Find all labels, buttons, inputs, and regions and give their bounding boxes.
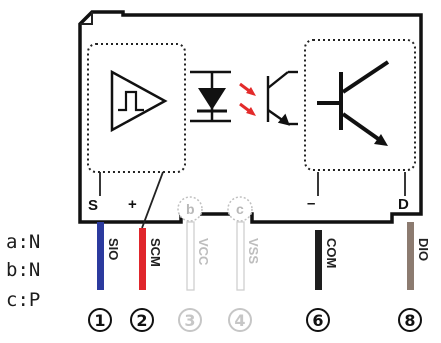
power-transistor-icon	[317, 60, 390, 146]
pin-number-1: 1	[94, 311, 105, 330]
terminal-plus-label: +	[128, 196, 137, 213]
input-block	[87, 43, 186, 173]
pin-number-circle-8	[398, 308, 422, 332]
terminal-d-label: D	[398, 196, 409, 213]
pin-number-circle-2	[130, 308, 154, 332]
light-arrows-icon	[239, 82, 256, 116]
link-plus	[141, 171, 164, 229]
pin-number-circle-3	[178, 308, 202, 332]
pin-number-circle-1	[88, 308, 112, 332]
legend-row-b: b:N	[6, 259, 40, 281]
wire-label-sio: SIO	[106, 238, 121, 260]
pin-number-circle-4	[228, 308, 252, 332]
wire-label-scm: SCM	[148, 238, 163, 267]
wire-dio	[407, 222, 414, 290]
pin-number-6: 6	[312, 311, 323, 330]
pin-number-circle-6	[306, 308, 330, 332]
terminal-minus-label: –	[307, 195, 315, 212]
wire-label-com: COM	[324, 238, 339, 268]
phototransistor-icon	[266, 70, 298, 126]
terminal-c-circle	[227, 196, 253, 222]
terminal-b-label: b	[186, 201, 195, 217]
terminal-s-label: S	[88, 197, 98, 214]
output-block	[304, 39, 416, 171]
housing-outline	[78, 10, 423, 224]
legend-row-c: c:P	[6, 289, 40, 311]
wire-label-vss: VSS	[246, 238, 261, 264]
pin-number-3: 3	[184, 311, 195, 330]
led-icon	[190, 70, 231, 123]
wire-vss	[236, 221, 245, 291]
wire-label-vcc: VCC	[196, 238, 211, 266]
comparator-triangle	[110, 69, 168, 133]
wire-sio	[97, 222, 104, 290]
wire-vcc	[186, 221, 195, 291]
housing-notch	[80, 12, 93, 25]
wire-scm	[139, 228, 146, 290]
terminal-b-circle	[177, 196, 203, 222]
pin-number-4: 4	[234, 311, 245, 330]
legend-row-a: a:N	[6, 231, 40, 253]
wire-layer: SIO 1 SCM 2 VCC 3 VSS 4 COM 6 DIO 8	[88, 221, 431, 332]
wire-com	[315, 230, 322, 290]
pin-number-2: 2	[136, 311, 147, 330]
pin-number-8: 8	[404, 311, 415, 330]
terminal-c-label: c	[236, 201, 244, 217]
wire-label-dio: DIO	[416, 238, 431, 261]
pulse-icon	[118, 90, 144, 112]
